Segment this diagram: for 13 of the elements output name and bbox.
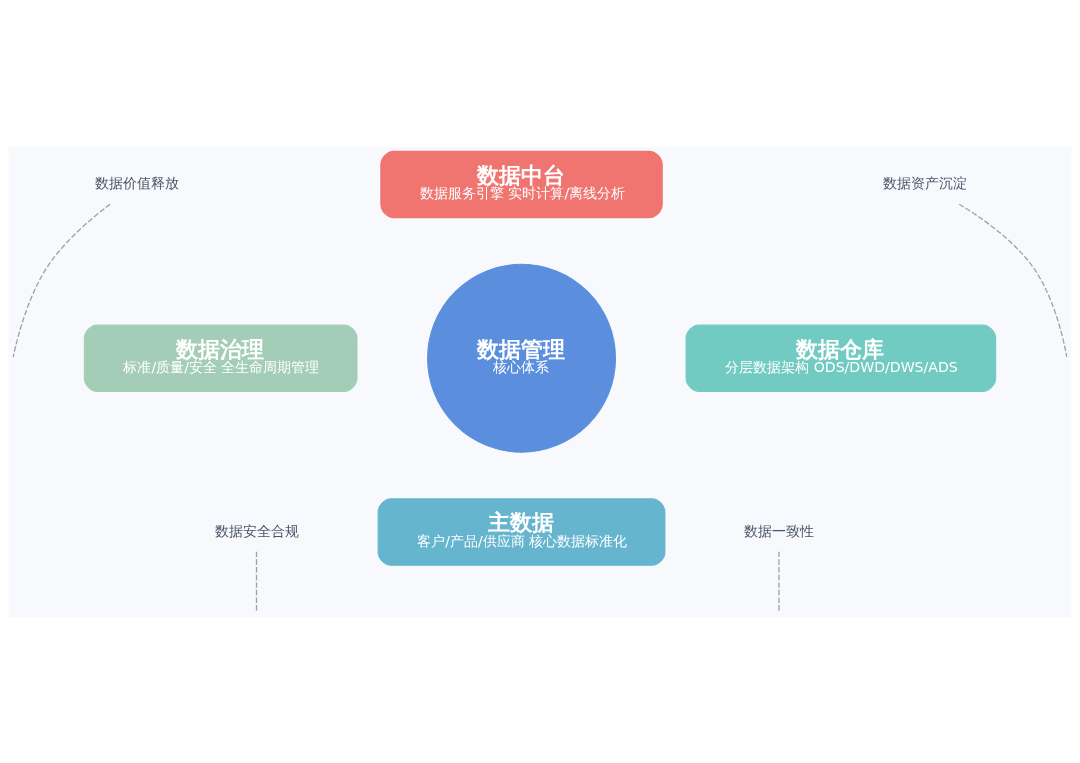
connector [958, 203, 1068, 358]
node-box: 数据仓库 分层数据架构 ODS/DWD/DWS/ADS [685, 324, 997, 392]
node-box: 数据中台 数据服务引擎 实时计算/离线分析 [380, 150, 663, 218]
connector [778, 550, 780, 612]
connector [12, 203, 111, 358]
connector [255, 550, 258, 612]
node-box: 主数据 客户/产品/供应商 核心数据标准化 [377, 497, 666, 566]
node-circle: 数据管理 核心体系 [427, 263, 617, 453]
node-text: 数据一致性 [744, 522, 815, 539]
node-text: 数据价值释放 [95, 174, 180, 191]
node-text: 数据资产沉淀 [882, 174, 967, 191]
node-box: 数据治理 标准/质量/安全 全生命周期管理 [83, 324, 358, 392]
node-text: 数据安全合规 [214, 522, 299, 539]
